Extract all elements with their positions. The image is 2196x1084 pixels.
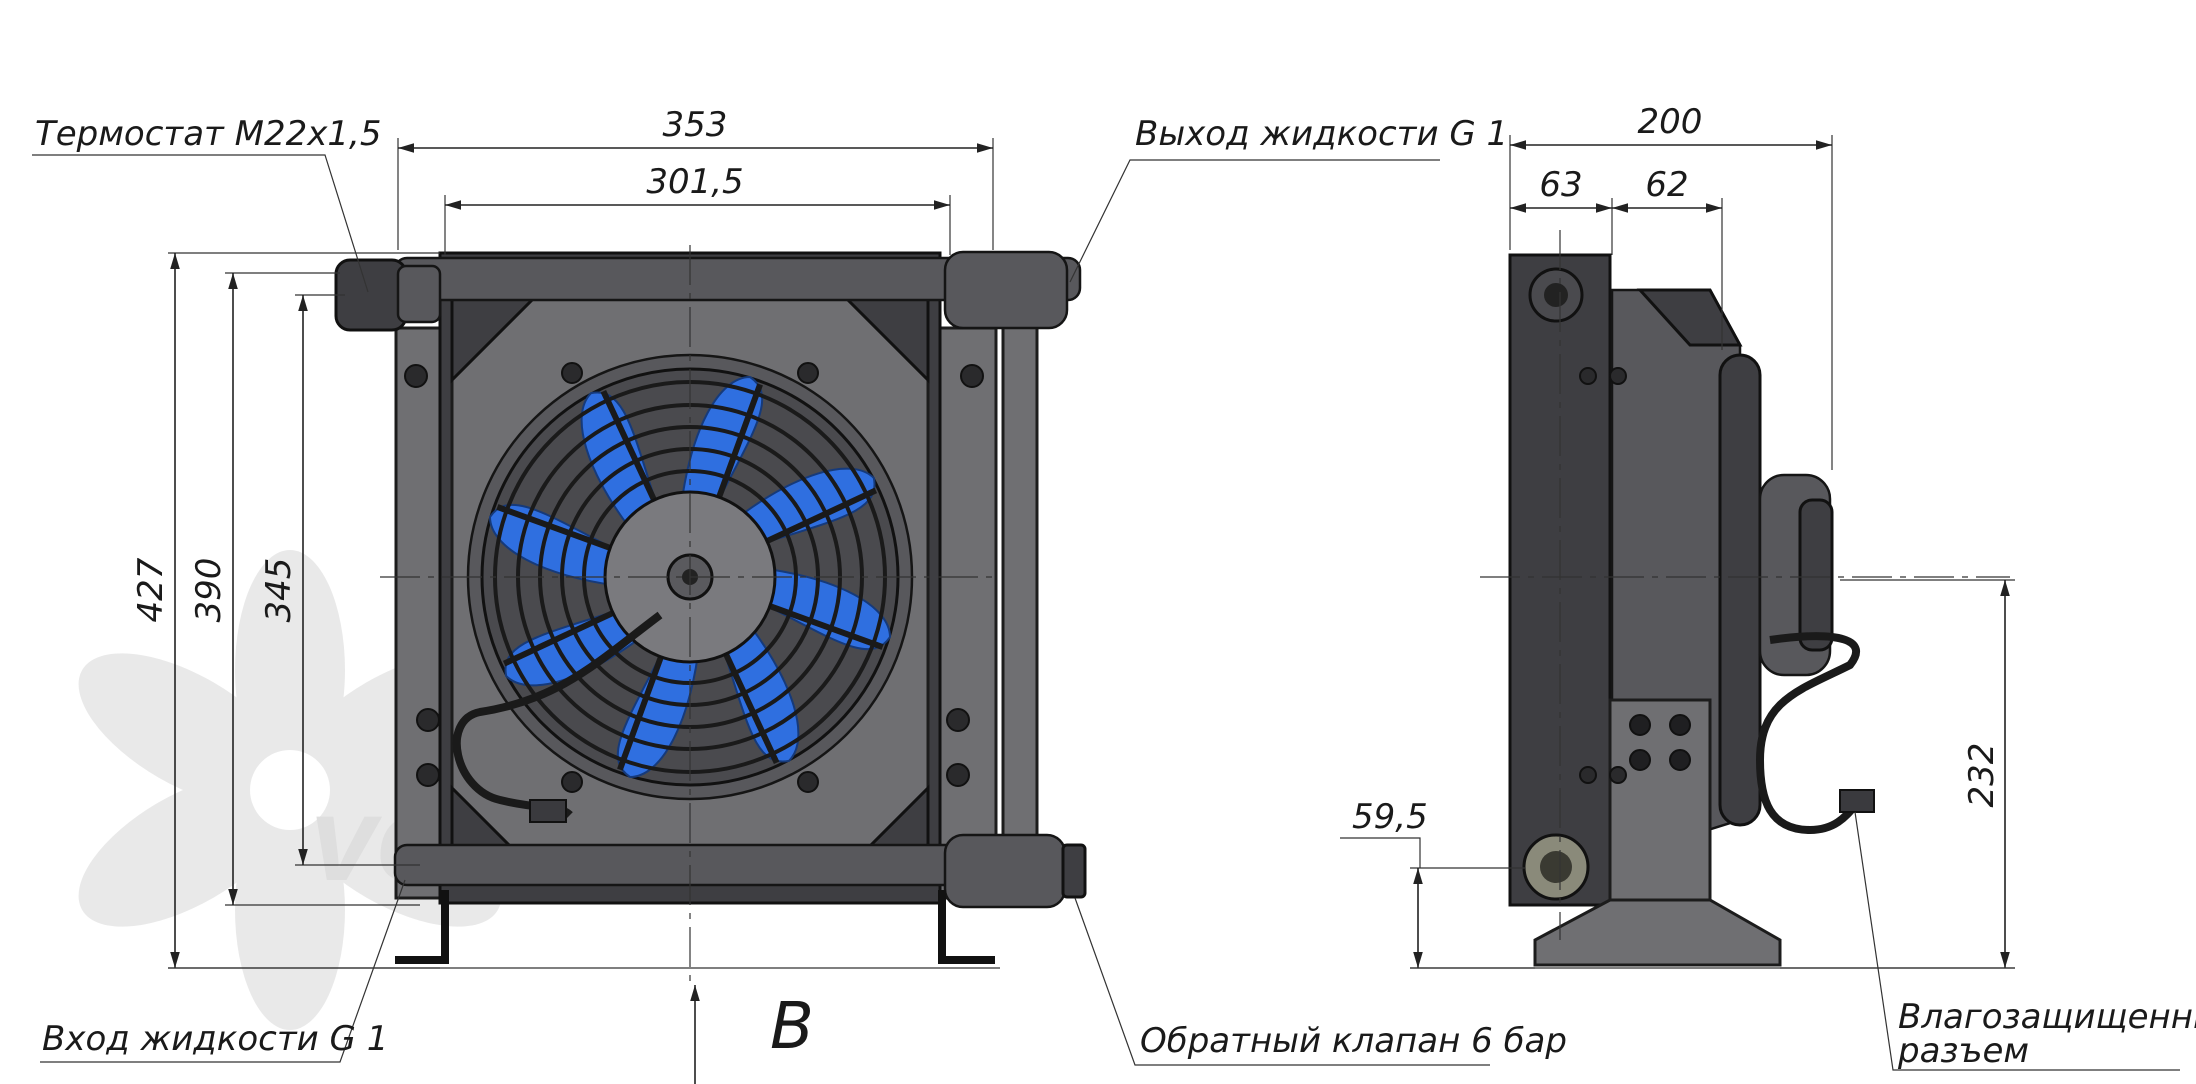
front-foot-left	[395, 890, 449, 964]
dim-353: 353	[663, 105, 728, 145]
side-view	[1508, 253, 1875, 967]
side-cable	[1755, 632, 1863, 835]
front-dimensions: 353 301,5 427 390 345	[131, 105, 1000, 985]
front-right-pipe	[1001, 298, 1039, 862]
side-foot	[1533, 898, 1782, 967]
side-bracket	[1608, 698, 1712, 902]
dim-390: 390	[189, 558, 229, 623]
label-connector-line2: разъем	[1897, 1031, 2029, 1071]
dim-232: 232	[1962, 743, 2002, 808]
label-view-b: B	[770, 990, 814, 1064]
label-connector-line1: Влагозащищенный	[1898, 997, 2196, 1037]
label-check-valve: Обратный клапан 6 бар	[1140, 1021, 1567, 1061]
label-thermostat: Термостат М22х1,5	[35, 114, 381, 154]
dim-63: 63	[1539, 165, 1582, 205]
dim-595: 59,5	[1352, 797, 1428, 837]
thermostat-body	[334, 258, 408, 332]
front-view	[334, 250, 1087, 964]
dim-345: 345	[259, 558, 299, 623]
front-labels: Термостат М22х1,5 Выход жидкости G 1 Вхо…	[32, 114, 1567, 1084]
side-labels: Влагозащищенный разъем	[1854, 811, 2196, 1071]
front-foot-right	[938, 890, 995, 964]
side-dimensions: 200 63 62 59,5 232	[1340, 102, 2015, 969]
dim-427: 427	[131, 557, 171, 622]
label-fluid-in: Вход жидкости G 1	[42, 1019, 388, 1059]
outlet-fitting	[943, 250, 1069, 330]
dim-200: 200	[1638, 102, 1703, 142]
label-fluid-out: Выход жидкости G 1	[1135, 114, 1508, 154]
dim-3015: 301,5	[646, 162, 743, 202]
dim-62: 62	[1645, 165, 1688, 205]
check-valve-fitting	[943, 833, 1067, 909]
side-fan-ring	[1718, 353, 1762, 827]
